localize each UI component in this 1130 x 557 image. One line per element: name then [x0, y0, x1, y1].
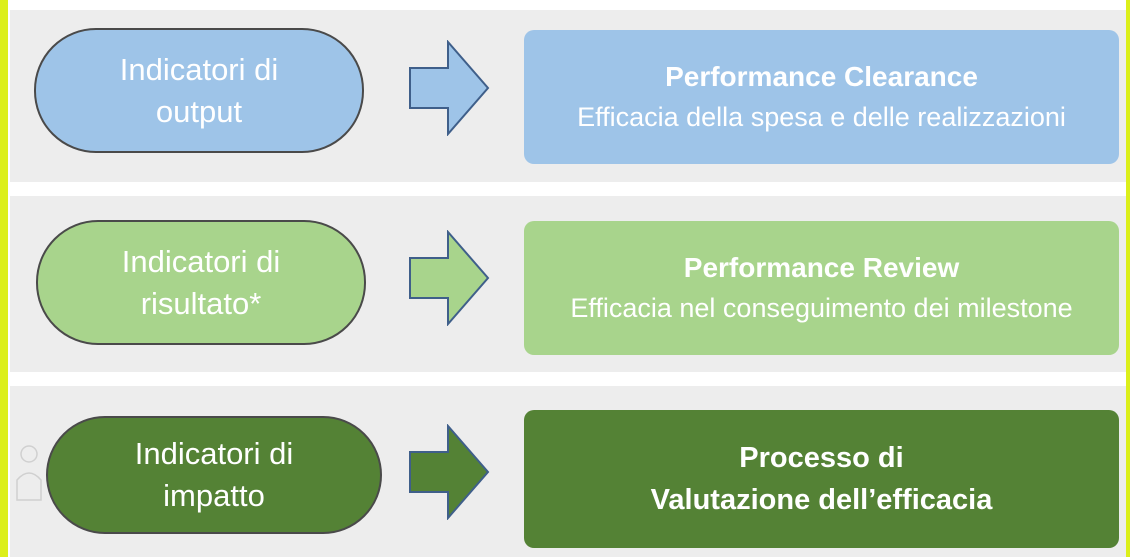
right-arrow-icon [409, 424, 490, 520]
indicator-pill-result: Indicatori di risultato* [36, 220, 366, 345]
outcome-box-performance-review: Performance Review Efficacia nel consegu… [524, 221, 1119, 355]
outcome-title-line1: Processo di [739, 441, 904, 474]
row-impact: Indicatori di impatto Processo di Valuta… [10, 386, 1126, 557]
outcome-box-performance-clearance: Performance Clearance Efficacia della sp… [524, 30, 1119, 164]
right-edge-strip [1126, 0, 1130, 557]
outcome-subtitle: Efficacia nel conseguimento dei mileston… [570, 292, 1073, 323]
row-output: Indicatori di output Performance Clearan… [10, 10, 1126, 182]
left-edge-strip [0, 0, 8, 557]
indicator-pill-impact: Indicatori di impatto [46, 416, 382, 534]
outcome-title: Performance Review [683, 252, 960, 284]
indicator-label-line2: output [155, 93, 243, 129]
outcome-title-line2: Valutazione dell’efficacia [650, 484, 993, 516]
right-arrow-icon [409, 40, 490, 136]
outcome-subtitle: Efficacia della spesa e delle realizzazi… [577, 101, 1066, 132]
row-result: Indicatori di risultato* Performance Rev… [10, 196, 1126, 372]
indicator-label-line2: impatto [163, 478, 265, 513]
outcome-title: Performance Clearance [665, 61, 978, 93]
indicator-label-line1: Indicatori di [121, 243, 281, 279]
outcome-box-valutazione: Processo di Valutazione dell’efficacia [524, 410, 1119, 548]
indicator-pill-output: Indicatori di output [34, 28, 364, 153]
faded-person-icon [16, 445, 42, 501]
indicator-label-line1: Indicatori di [134, 436, 294, 472]
indicator-label-line2: risultato* [140, 285, 262, 321]
right-arrow-icon [409, 230, 490, 326]
indicator-label-line1: Indicatori di [119, 51, 279, 87]
